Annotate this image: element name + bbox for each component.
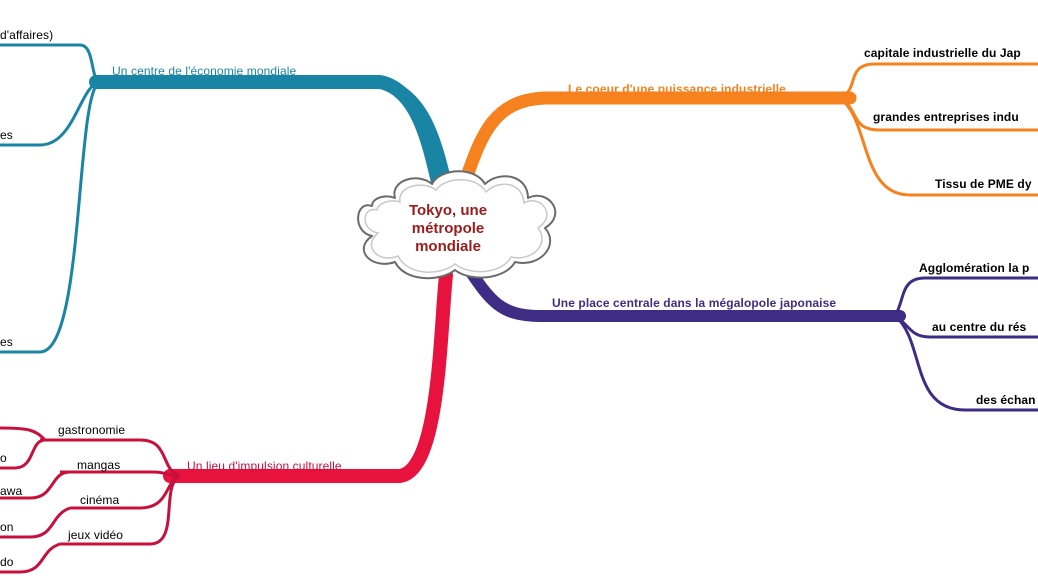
megalopolis-main-connector — [462, 262, 906, 322]
economy-child-3[interactable]: es — [0, 335, 13, 349]
culture-grandchild-connector-4 — [0, 542, 61, 574]
culture-child-connector-1 — [40, 438, 181, 478]
culture-grandchild-1[interactable]: o — [0, 451, 7, 465]
culture-child-mangas[interactable]: mangas — [77, 458, 121, 472]
megalopolis-child-1[interactable]: Agglomération la p — [919, 261, 1030, 275]
megalopolis-branch-label[interactable]: Une place centrale dans la mégalopole ja… — [552, 296, 837, 310]
economy-child-2[interactable]: es — [0, 128, 13, 142]
economy-child-connector-2 — [0, 80, 101, 147]
industry-child-connector-3 — [839, 96, 1038, 197]
economy-branch-label[interactable]: Un centre de l'économie mondiale — [112, 64, 297, 78]
culture-branch-label[interactable]: Un lieu d'impulsion culturelle — [187, 459, 342, 473]
central-topic: Tokyo, une métropole mondiale — [382, 202, 514, 256]
culture-grandchild-connector-3 — [0, 506, 71, 539]
megalopolis-child-connector-1 — [893, 276, 1038, 317]
culture-child-gastronomie[interactable]: gastronomie — [58, 423, 126, 437]
central-topic-line-2: métropole — [411, 220, 485, 237]
culture-grandchild-2[interactable]: awa — [0, 484, 23, 498]
economy-child-1[interactable]: d'affaires) — [0, 28, 54, 42]
culture-child-jeux-video[interactable]: jeux vidéo — [68, 528, 124, 542]
culture-grandchild-3[interactable]: on — [0, 520, 14, 534]
industry-child-3[interactable]: Tissu de PME dy — [935, 177, 1032, 191]
central-topic-line-3: mondiale — [415, 238, 481, 255]
culture-grandchild-connector-1 — [0, 438, 46, 470]
megalopolis-child-connector-3 — [894, 314, 1038, 412]
culture-main-connector — [163, 268, 453, 483]
center-cloud — [357, 170, 557, 280]
economy-child-connector-1 — [0, 43, 101, 84]
culture-child-connector-2 — [60, 470, 181, 478]
culture-child-cinema[interactable]: cinéma — [80, 493, 120, 507]
megalopolis-child-3[interactable]: des échan — [976, 393, 1036, 407]
industry-child-1[interactable]: capitale industrielle du Jap — [864, 46, 1021, 60]
culture-grandchild-connector-1b — [0, 426, 47, 442]
industry-branch-label[interactable]: Le coeur d'une puissance industrielle — [568, 82, 786, 96]
economy-main-connector — [89, 75, 447, 197]
economy-child-connector-3 — [0, 80, 101, 354]
megalopolis-child-2[interactable]: au centre du rés — [932, 320, 1027, 334]
culture-child-connector-4 — [60, 474, 181, 546]
industry-child-connector-1 — [839, 62, 1038, 100]
industry-main-connector — [455, 91, 857, 197]
culture-grandchild-4[interactable]: do — [0, 555, 14, 569]
industry-child-2[interactable]: grandes entreprises indu — [873, 110, 1019, 124]
central-topic-line-1: Tokyo, une — [408, 202, 488, 219]
culture-grandchild-connector-2 — [0, 470, 71, 500]
